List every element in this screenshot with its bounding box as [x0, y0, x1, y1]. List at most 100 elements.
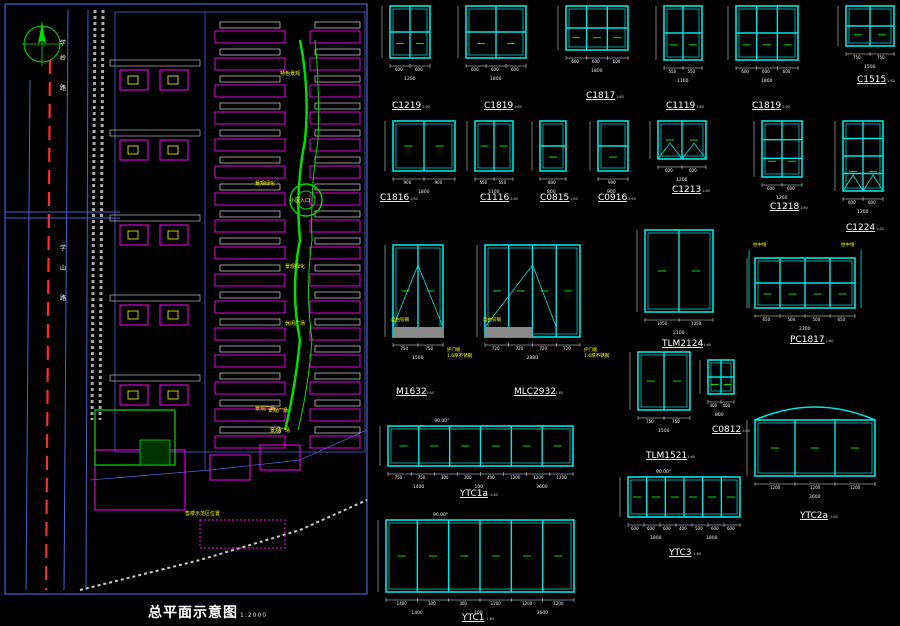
- building-core: [127, 390, 139, 400]
- dimension-text: 600: [727, 526, 735, 531]
- dimension-text: 300: [459, 601, 467, 606]
- kick-plate: [485, 327, 533, 337]
- building: [309, 435, 361, 449]
- dimension-total: 1200: [676, 177, 688, 183]
- window-scale: 1:60: [555, 391, 563, 395]
- green-square: [94, 409, 176, 466]
- dimension-text: 1200: [850, 485, 861, 490]
- parking-strip: [314, 399, 361, 407]
- window-code: C1224: [846, 223, 875, 233]
- site-plan-title-text: 总平面示意图: [148, 605, 238, 621]
- building-core: [127, 75, 139, 85]
- landscape-edge: [297, 39, 320, 431]
- dimension-text: 400: [679, 526, 687, 531]
- dimension-text: 750: [401, 346, 409, 351]
- building: [119, 69, 149, 91]
- dimension-text: 1200: [522, 601, 533, 606]
- landscape-belt: [94, 39, 323, 466]
- dimension-total: 1800: [591, 68, 603, 74]
- dimension-text: 400: [723, 403, 731, 408]
- dimension-text: 600: [613, 59, 621, 64]
- window-scale: 1:60: [426, 391, 434, 395]
- road-label: 学: [60, 39, 66, 47]
- sidewalk: [79, 499, 368, 591]
- window-code: YTC1: [461, 613, 484, 623]
- building: [214, 273, 286, 287]
- parking-strip: [109, 214, 201, 222]
- window-scale: 1:60: [422, 105, 430, 109]
- parking-strip: [219, 48, 281, 56]
- dimension-text: 750: [672, 419, 680, 424]
- building: [214, 84, 286, 98]
- road-label: 学: [60, 244, 66, 252]
- window-code: C1515: [857, 75, 886, 85]
- dimension-total: 1100: [677, 78, 689, 84]
- dimension-text: 550: [669, 69, 677, 74]
- building: [119, 304, 149, 326]
- building-core: [127, 230, 139, 240]
- building: [159, 69, 189, 91]
- dimension-text: 600: [592, 59, 600, 64]
- road-edge: [63, 9, 69, 591]
- parking-strip: [314, 264, 361, 272]
- window-code: YTC2a: [799, 511, 828, 521]
- window-code: MLC2932: [514, 387, 556, 397]
- window-scale: 1:60: [800, 206, 808, 210]
- dimension-total: 800: [715, 412, 724, 418]
- parking-strip: [109, 294, 201, 302]
- window-scale: 1:60: [742, 429, 750, 433]
- dimension-text: 800: [548, 180, 556, 185]
- parking-strip: [314, 48, 361, 56]
- dimension-total: 1800: [706, 535, 718, 541]
- window-code: TLM2124: [661, 339, 703, 349]
- road-label: 路: [60, 294, 66, 302]
- dimension-text: 750: [395, 475, 403, 480]
- door-swing: [392, 263, 444, 328]
- window-code: C0812: [712, 425, 741, 435]
- road-centerline: [44, 59, 52, 591]
- casement-swing: [681, 142, 707, 160]
- parking-strip: [314, 156, 361, 164]
- building-core: [167, 145, 179, 155]
- dimension-text: 1200: [533, 475, 544, 480]
- parking-strip: [219, 129, 281, 137]
- window-scale: 1:60: [616, 95, 624, 99]
- casement-swing: [862, 174, 884, 192]
- window-code: C1817: [586, 91, 615, 101]
- building: [309, 30, 361, 44]
- building: [309, 111, 361, 125]
- parking-strip: [314, 237, 361, 245]
- angle-label: 90.00°: [434, 418, 449, 424]
- window-code: C1819: [752, 101, 781, 111]
- dimension-total: 1800: [650, 535, 662, 541]
- dimension-text: 650: [763, 317, 771, 322]
- window-scale: 1:60: [830, 515, 838, 519]
- dimension-total: 900: [607, 189, 616, 195]
- parking-strip: [314, 318, 361, 326]
- site-callout: 景观广场: [270, 427, 290, 434]
- site-plan-frame: [4, 3, 368, 595]
- site-plan-scale: 1:2000: [240, 612, 268, 619]
- dimension-text: 1200: [553, 601, 564, 606]
- parking-strip: [219, 399, 281, 407]
- building: [309, 246, 361, 260]
- parking-strip: [109, 374, 201, 382]
- parking-strip: [314, 21, 361, 29]
- arch-top: [754, 406, 876, 421]
- window-code: C1219: [392, 101, 421, 111]
- parking-strip: [219, 75, 281, 83]
- building: [159, 304, 189, 326]
- window-scale: 1:60: [703, 343, 711, 347]
- dimension-text: 600: [415, 67, 423, 72]
